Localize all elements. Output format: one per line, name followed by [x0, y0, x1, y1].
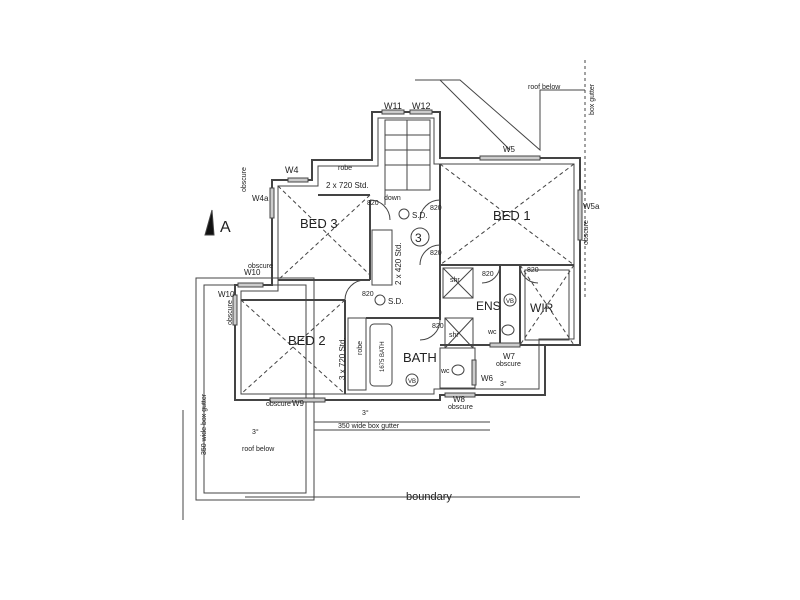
box-gutter-label: box gutter: [589, 83, 596, 115]
robe-size-label: 2 x 720 Std.: [326, 181, 369, 190]
roof-hip-line: [439, 79, 511, 151]
window-label: W9: [292, 399, 305, 408]
stair-marker: [410, 227, 430, 247]
smoke-detector: [398, 208, 410, 220]
window-label: W4: [285, 165, 299, 175]
window-label: W7: [503, 352, 516, 361]
roof-below-left-inner: [203, 284, 307, 494]
window-label: W10: [244, 268, 261, 277]
box-gutter-label: 350 wide box gutter: [201, 393, 208, 455]
roof-below-top: [415, 79, 585, 152]
room-bed1-label: BED 1: [493, 208, 531, 223]
window-label: W5a: [583, 202, 600, 211]
robe-size-label: 2 x 420 Std.: [394, 242, 403, 285]
robe-label: robe: [338, 165, 352, 172]
door-size-label: 820: [432, 323, 444, 330]
window-label: W4a: [252, 194, 269, 203]
obscure-label: obscure: [248, 263, 273, 270]
window-w9: [269, 397, 326, 403]
window-w6: [471, 359, 477, 386]
obscure-label: obscure: [227, 300, 234, 325]
door-size-label: 820: [430, 250, 442, 257]
obscure-label: obscure: [266, 401, 291, 408]
section-marker-label: A: [220, 219, 231, 236]
window-w7: [489, 342, 521, 348]
window-w8: [444, 392, 476, 398]
window-w12: [409, 109, 433, 115]
vanity-label: VB: [506, 299, 514, 305]
window-label: W10: [218, 290, 235, 299]
room-bath-label: BATH: [403, 350, 437, 365]
obscure-label: obscure: [241, 167, 248, 192]
room-ens-label: ENS: [476, 299, 501, 313]
door-size-label: 820: [527, 267, 539, 274]
shower-label: shr: [449, 332, 459, 339]
wc-label: wc: [440, 368, 450, 375]
roof-pitch-label: 3°: [362, 409, 369, 417]
obscure-label: obscure: [448, 404, 473, 411]
window-w4a: [269, 187, 275, 219]
window-label: W11: [384, 101, 402, 111]
window-label: W8: [453, 395, 466, 404]
boundary-label: boundary: [406, 491, 452, 503]
wc-label: wc: [487, 329, 497, 336]
window-w5a: [577, 189, 583, 241]
door-size-label: 820: [362, 291, 374, 298]
roof-below-label: roof below: [242, 446, 275, 453]
bath-vanity: [405, 373, 419, 387]
stair-down-label: down: [384, 195, 401, 202]
bathtub-label: 1675 BATH: [380, 341, 386, 372]
room-bed2-label: BED 2: [288, 333, 326, 348]
window-w4: [287, 177, 309, 183]
ensuite-wc: [501, 324, 515, 336]
window-w11: [381, 109, 405, 115]
window-label: W12: [412, 101, 431, 111]
robe-size-label: 3 x 720 Std.: [338, 337, 347, 380]
room-bed3-label: BED 3: [300, 216, 338, 231]
door-size-label: 820: [367, 200, 379, 207]
smoke-detector-label: S.D.: [412, 211, 428, 220]
smoke-detector-label: S.D.: [388, 297, 404, 306]
bathtub: [369, 323, 393, 387]
outer-wall-inner: [240, 117, 575, 395]
shower-label: shr: [450, 277, 460, 284]
bath-wc: [451, 364, 465, 376]
stair-number: 3: [415, 231, 422, 245]
box-gutter-label: 350 wide box gutter: [338, 423, 400, 430]
outer-wall: [234, 111, 581, 401]
vanity-label: VB: [408, 379, 416, 385]
roof-pitch-label: 3°: [500, 380, 507, 388]
ensuite-vanity: [503, 293, 517, 307]
obscure-label: obscure: [496, 361, 521, 368]
door-size-label: 820: [430, 205, 442, 212]
window-w10a: [237, 282, 264, 288]
robe-label: robe: [357, 341, 364, 355]
roof-below-left: [195, 277, 315, 501]
window-w10b: [232, 294, 238, 326]
window-label: W5: [503, 145, 516, 154]
roof-below-label: roof below: [528, 84, 561, 91]
room-wir-label: WIR: [530, 301, 554, 315]
roof-pitch-label: 3°: [252, 428, 259, 436]
obscure-label: obscure: [583, 220, 590, 245]
window-w5: [479, 155, 541, 161]
window-label: W6: [481, 374, 494, 383]
smoke-detector: [374, 294, 386, 306]
door-size-label: 820: [482, 271, 494, 278]
ensuite-shower: [442, 267, 474, 299]
